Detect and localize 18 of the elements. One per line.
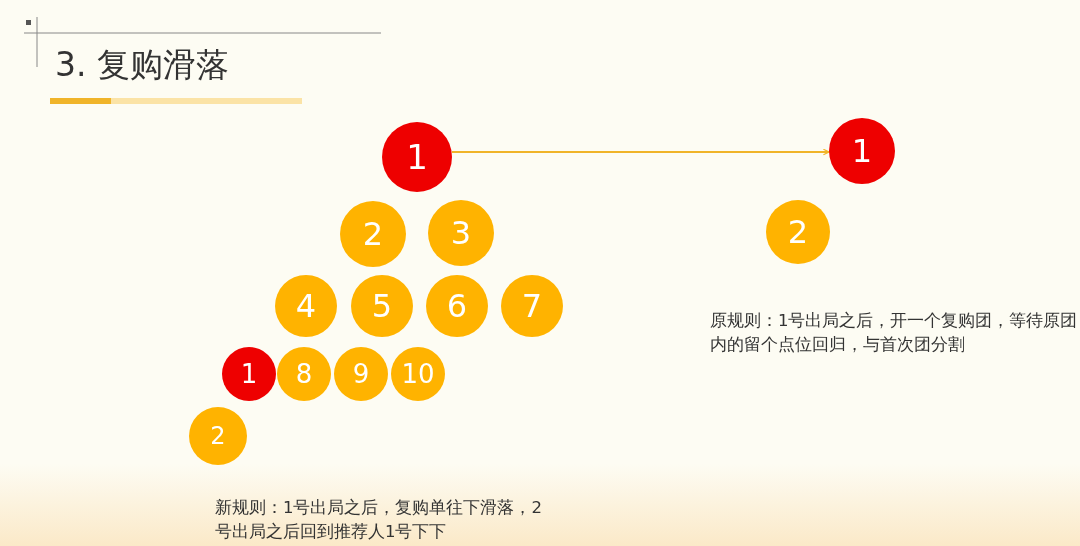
number-circle: 2 — [340, 201, 406, 267]
number-circle: 5 — [351, 275, 413, 337]
number-circle: 1 — [829, 118, 895, 184]
number-circle: 9 — [334, 347, 388, 401]
number-circle: 3 — [428, 200, 494, 266]
rule-note: 原规则：1号出局之后，开一个复购团，等待原团内的留个点位回归，与首次团分割 — [710, 310, 1079, 356]
number-circle: 2 — [766, 200, 830, 264]
number-circle: 6 — [426, 275, 488, 337]
title: 3. 复购滑落 — [55, 45, 229, 85]
arrow — [451, 148, 830, 156]
number-circle: 7 — [501, 275, 563, 337]
number-circle: 2 — [189, 407, 247, 465]
number-circle: 1 — [382, 122, 452, 192]
number-circle: 1 — [222, 347, 276, 401]
number-circle: 8 — [277, 347, 331, 401]
number-circle: 4 — [275, 275, 337, 337]
rule-note: 新规则：1号出局之后，复购单往下滑落，2号出局之后回到推荐人1号下下 — [215, 497, 543, 543]
number-circle: 10 — [391, 347, 445, 401]
